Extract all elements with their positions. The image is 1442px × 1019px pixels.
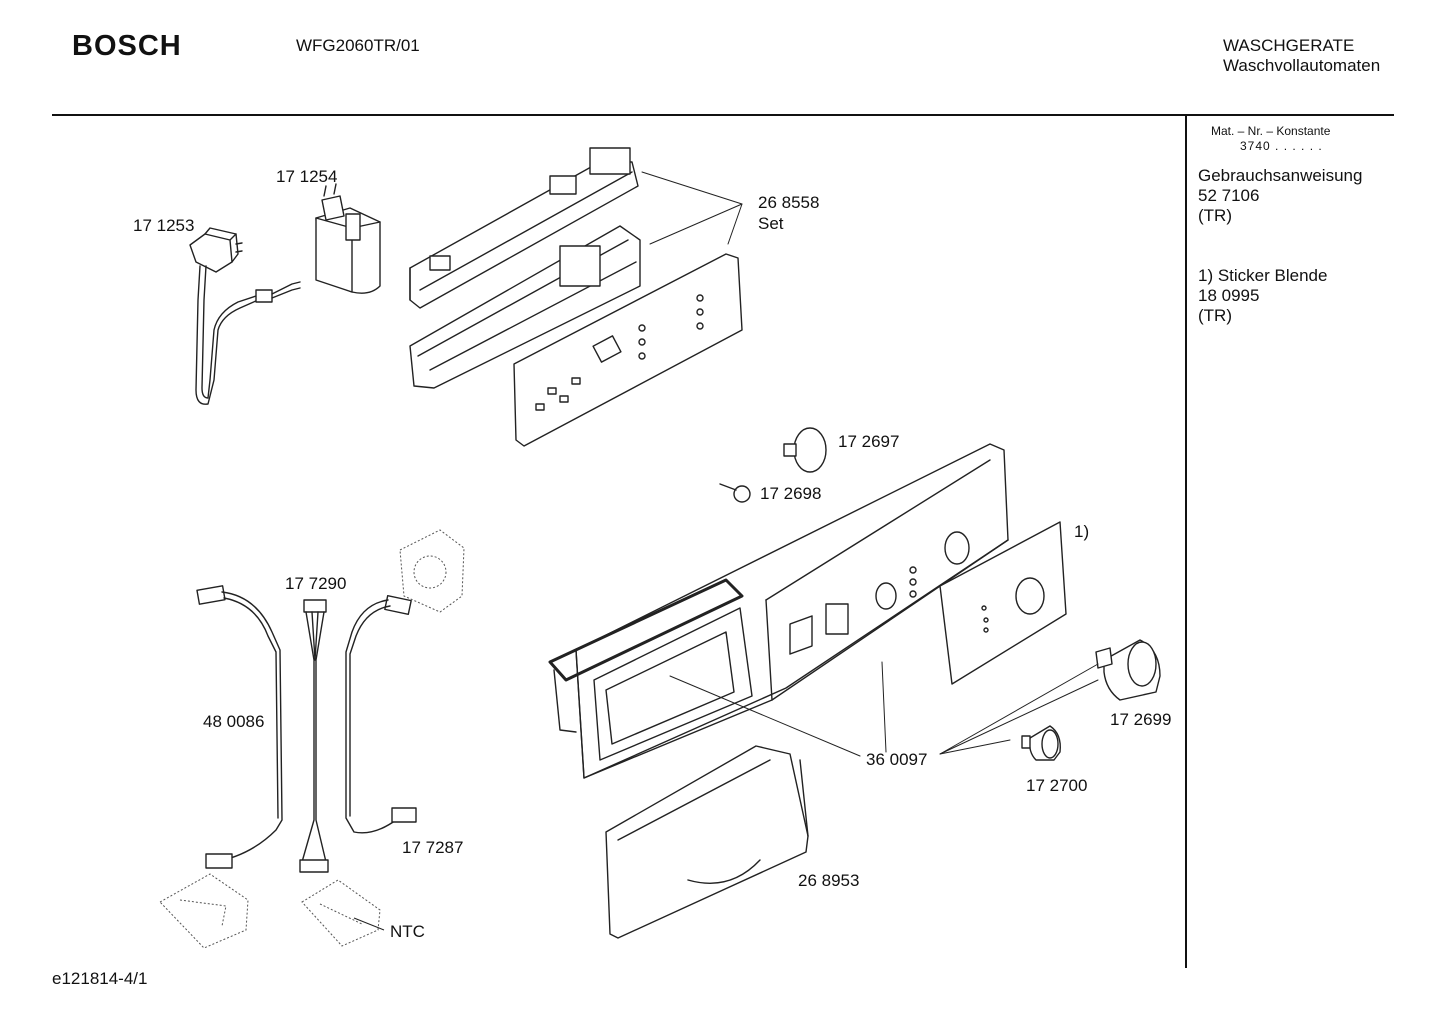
part-label-268953: 26 8953	[798, 871, 860, 890]
knob-disc-drawing	[783, 427, 827, 473]
circuit-board-drawing	[513, 253, 743, 447]
power-cord-drawing	[189, 227, 301, 405]
manual-title: Gebrauchsanweisung	[1198, 166, 1363, 185]
sticker-drawing	[939, 521, 1067, 685]
heater-context-drawing	[159, 873, 249, 949]
manual-language: (TR)	[1198, 206, 1232, 225]
knob-axle-drawing	[719, 483, 751, 503]
category-subtitle: Waschvollautomaten	[1223, 56, 1381, 75]
sticker-note-number: 18 0995	[1198, 286, 1260, 305]
ntc-sensor-context-drawing	[301, 879, 381, 947]
program-knob-drawing	[1095, 639, 1161, 701]
sidebar-divider	[1185, 116, 1187, 968]
temperature-knob-drawing	[1021, 725, 1061, 761]
brand-logo: BOSCH	[72, 30, 182, 62]
harness-right-drawing	[345, 594, 417, 834]
category-title: WASCHGERATE	[1223, 36, 1355, 55]
control-panel-drawing	[548, 443, 1009, 779]
sticker-note-language: (TR)	[1198, 306, 1232, 325]
manual-number: 52 7106	[1198, 186, 1260, 205]
set-callout-lines	[641, 171, 743, 245]
part-label-ntc: NTC	[390, 922, 425, 941]
module-rail-lower-drawing	[409, 225, 641, 389]
ntc-callout-line	[353, 917, 385, 931]
part-label-268558-set: Set	[758, 214, 784, 233]
part-label-480086: 48 0086	[203, 712, 265, 731]
part-label-177290: 17 7290	[285, 574, 347, 593]
harness-left-drawing	[196, 585, 283, 869]
pump-context-drawing	[399, 529, 465, 613]
part-label-360097: 36 0097	[866, 750, 928, 769]
panel-callout-lines	[669, 661, 1099, 757]
harness-middle-drawing	[299, 599, 329, 873]
part-label-268558: 26 8558	[758, 193, 820, 212]
header-divider	[52, 114, 1394, 116]
module-rail-upper-drawing	[409, 147, 639, 309]
interference-filter-drawing	[315, 183, 381, 294]
part-label-172699: 17 2699	[1110, 710, 1172, 729]
part-label-172697: 17 2697	[838, 432, 900, 451]
mat-nr-value: 3740 . . . . . .	[1240, 139, 1323, 153]
drawer-handle-drawing	[605, 745, 809, 939]
part-label-172698: 17 2698	[760, 484, 822, 503]
part-label-171253: 17 1253	[133, 216, 195, 235]
part-label-172700: 17 2700	[1026, 776, 1088, 795]
part-label-sticker-note: 1)	[1074, 522, 1090, 541]
mat-nr-label: Mat. – Nr. – Konstante	[1211, 124, 1331, 138]
part-label-177287: 17 7287	[402, 838, 464, 857]
sticker-note-title: 1) Sticker Blende	[1198, 266, 1328, 285]
model-number: WFG2060TR/01	[296, 36, 420, 55]
part-label-171254: 17 1254	[276, 167, 338, 186]
drawing-id: e121814-4/1	[52, 969, 148, 988]
